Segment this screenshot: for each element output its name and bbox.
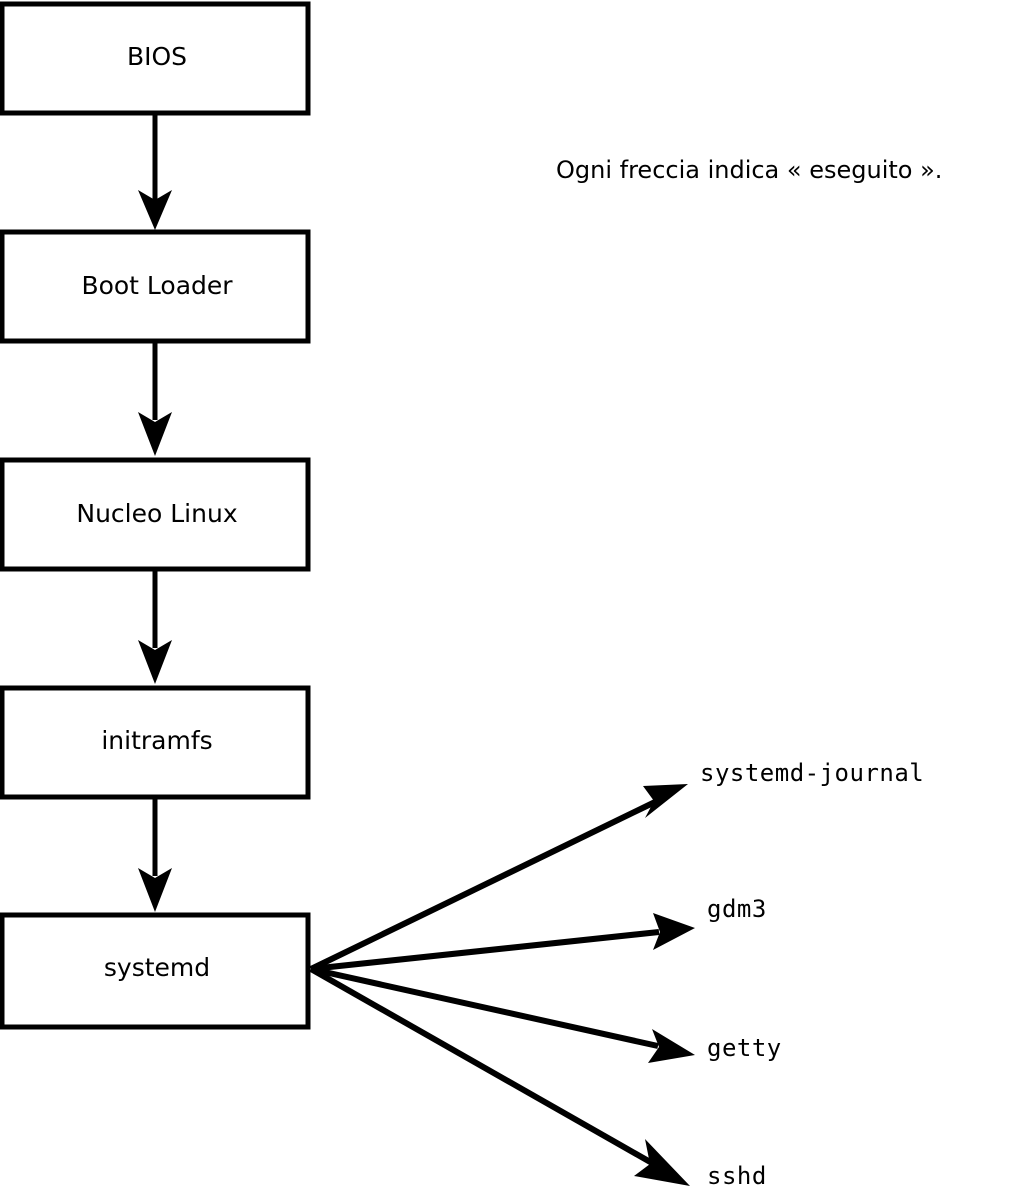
process-box-systemd[interactable]: systemd xyxy=(0,912,311,1030)
process-box-bootloader[interactable]: Boot Loader xyxy=(0,229,311,344)
service-label-getty: getty xyxy=(707,1034,782,1062)
arrow-systemd-to-systemd-journal xyxy=(309,784,688,972)
arrow-systemd-to-getty xyxy=(310,966,695,1063)
arrow-systemd-to-gdm3 xyxy=(310,913,695,972)
arrow-initramfs-to-systemd xyxy=(138,797,172,912)
process-box-bios-label: BIOS xyxy=(127,42,187,71)
process-box-systemd-label: systemd xyxy=(104,953,210,982)
service-label-gdm3: gdm3 xyxy=(707,895,767,923)
service-label-systemd-journal: systemd-journal xyxy=(700,759,924,787)
chain-connectors xyxy=(138,113,172,912)
arrow-systemd-to-sshd xyxy=(309,966,690,1186)
process-box-initramfs[interactable]: initramfs xyxy=(0,685,311,800)
arrow-kernel-to-initramfs xyxy=(138,570,172,684)
legend-note: Ogni freccia indica « eseguito ». xyxy=(556,156,942,184)
process-box-bootloader-label: Boot Loader xyxy=(81,271,233,300)
process-box-kernel[interactable]: Nucleo Linux xyxy=(0,457,311,572)
process-box-kernel-label: Nucleo Linux xyxy=(76,499,237,528)
service-fanout-arrows xyxy=(309,784,695,1186)
process-box-bios[interactable]: BIOS xyxy=(0,1,311,116)
arrow-bios-to-bootloader xyxy=(138,113,172,230)
process-box-initramfs-label: initramfs xyxy=(101,726,212,755)
service-label-sshd: sshd xyxy=(707,1162,767,1190)
arrow-bootloader-to-kernel xyxy=(138,342,172,456)
